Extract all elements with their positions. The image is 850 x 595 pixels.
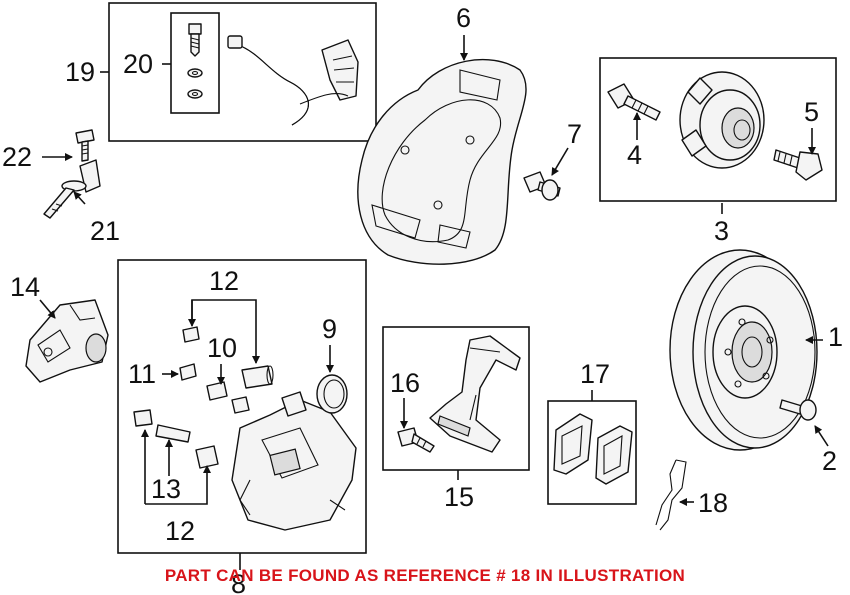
splash-shield-part <box>357 58 527 265</box>
brake-rotor-part <box>669 249 818 451</box>
callout-7: 7 <box>567 119 582 149</box>
callout-17: 17 <box>580 359 610 389</box>
callout-20: 20 <box>123 49 153 79</box>
callout-22: 22 <box>2 142 32 172</box>
callout-1: 1 <box>828 322 843 352</box>
callout-12-top: 12 <box>209 266 239 296</box>
caliper-bracket-part <box>25 299 109 383</box>
group-box-8 <box>117 259 367 554</box>
callout-15: 15 <box>444 482 474 512</box>
callout-21: 21 <box>90 216 120 246</box>
piston-seal-part <box>316 374 348 414</box>
callout-9: 9 <box>322 314 337 344</box>
group-box-15 <box>382 326 530 471</box>
wheel-speed-sensor-part <box>227 35 359 126</box>
callout-16: 16 <box>390 368 420 398</box>
leader-lines <box>39 35 829 570</box>
hub-bolt-5-part <box>773 149 823 181</box>
callout-14: 14 <box>10 272 40 302</box>
group-box-3 <box>599 57 837 202</box>
bolt-21-part <box>43 159 101 219</box>
callout-2: 2 <box>822 446 837 476</box>
hub-bolt-part <box>607 83 661 121</box>
callout-3: 3 <box>714 216 729 246</box>
callout-18: 18 <box>698 488 728 518</box>
bolt-22-part <box>75 129 95 162</box>
brake-pads-part <box>553 413 633 485</box>
bolt-washers-part <box>187 23 203 99</box>
callout-19: 19 <box>65 57 95 87</box>
bolt-7-part <box>523 171 561 201</box>
callout-12-bottom: 12 <box>165 516 195 546</box>
callout-6: 6 <box>456 3 471 33</box>
caliper-components-part <box>133 326 357 531</box>
callout-11: 11 <box>128 359 156 389</box>
callout-5: 5 <box>804 97 819 127</box>
caliper-bracket-15-part <box>429 335 521 453</box>
callout-10: 10 <box>207 333 237 363</box>
wheel-hub-part <box>679 71 765 169</box>
bolt-16-part <box>397 427 435 453</box>
anti-rattle-clip-part <box>655 459 687 531</box>
callout-4: 4 <box>627 140 642 170</box>
callout-8: 8 <box>231 569 246 595</box>
rotor-screw-part <box>779 399 817 421</box>
group-box-20 <box>170 12 220 114</box>
reference-caption: PART CAN BE FOUND AS REFERENCE # 18 IN I… <box>164 566 686 585</box>
callout-13: 13 <box>151 474 181 504</box>
